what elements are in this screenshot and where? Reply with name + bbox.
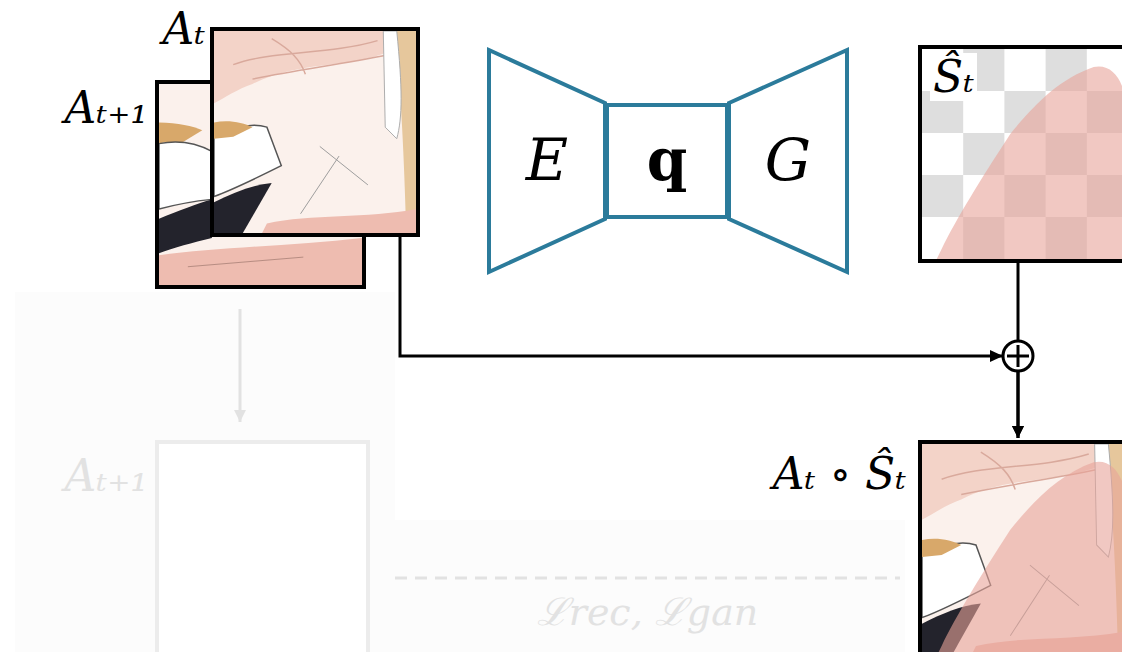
network-symbol: G bbox=[765, 129, 811, 193]
image-frame: Aₜ ∘ Ŝₜ bbox=[918, 440, 1122, 652]
frame-label-holder: Aₜ₊₁ bbox=[65, 452, 149, 500]
frame-label: Aₜ ∘ Ŝₜ bbox=[773, 448, 906, 499]
connector bbox=[395, 578, 900, 579]
frame-label-holder: Ŝₜ bbox=[930, 53, 977, 101]
frame-label: Ŝₜ bbox=[933, 51, 974, 102]
image-frame: Aₜ bbox=[210, 27, 420, 237]
connector bbox=[1018, 263, 1019, 438]
loss-label-holder: ℒrec, ℒgan bbox=[537, 592, 759, 634]
network-block: E bbox=[487, 48, 607, 274]
sum-symbol bbox=[1003, 341, 1033, 371]
frame-label: Aₜ₊₁ bbox=[65, 450, 149, 501]
connector-line bbox=[395, 577, 900, 580]
quantizer-box: q bbox=[605, 103, 729, 219]
faded-band bbox=[395, 520, 905, 652]
frame-label: Aₜ bbox=[162, 3, 205, 54]
illustration bbox=[214, 31, 416, 233]
frame-label: Aₜ₊₁ bbox=[65, 82, 149, 133]
connector-line bbox=[239, 309, 242, 422]
loss-label: ℒrec, ℒgan bbox=[537, 590, 759, 634]
illustration bbox=[922, 444, 1122, 652]
quantizer-symbol: q bbox=[647, 129, 688, 193]
connector-line bbox=[1017, 263, 1020, 438]
frame-label-holder: Aₜ₊₁ bbox=[65, 84, 149, 132]
frame-label-holder: Aₜ bbox=[162, 5, 205, 53]
image-frame: Ŝₜ bbox=[918, 45, 1122, 263]
connector bbox=[240, 309, 241, 422]
image-frame: Aₜ₊₁ bbox=[155, 440, 370, 652]
frame-label-holder: Aₜ ∘ Ŝₜ bbox=[773, 450, 906, 498]
network-symbol: E bbox=[526, 129, 568, 193]
network-block: G bbox=[727, 48, 849, 274]
